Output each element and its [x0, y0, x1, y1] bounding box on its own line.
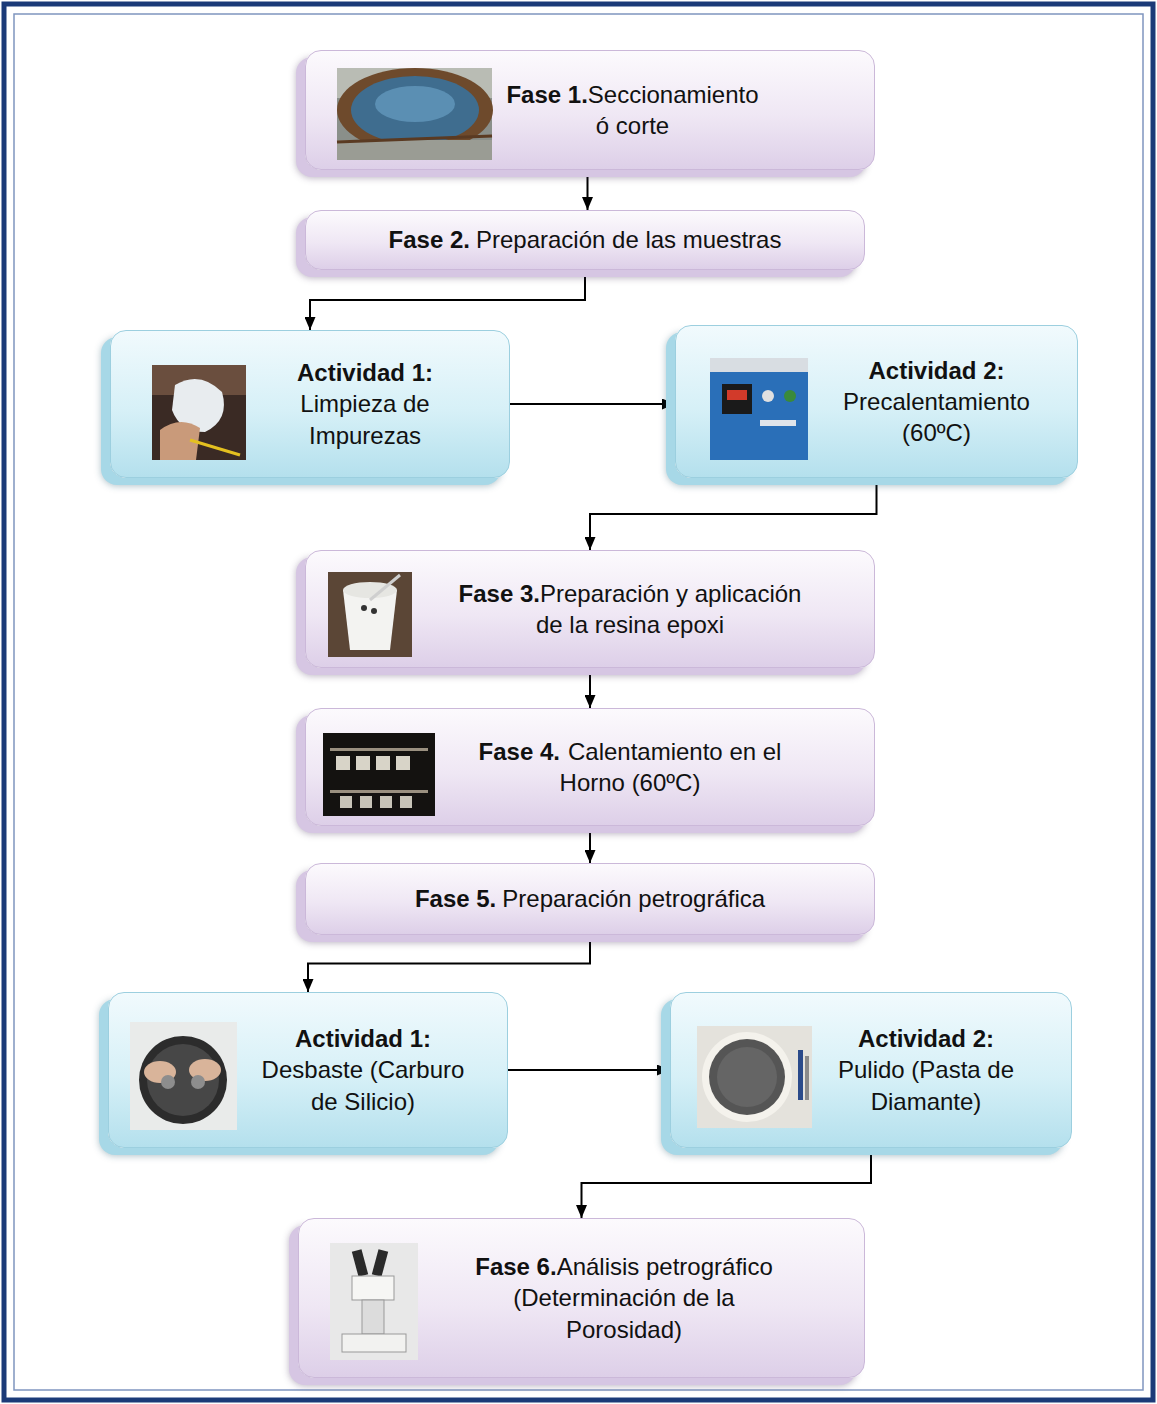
phase-box: Fase 6.Análisis petrográfico (Determinac… [298, 1218, 865, 1378]
phase-box: Fase 3.Preparación y aplicación de la re… [305, 550, 875, 668]
cleaning-photo [152, 365, 246, 460]
box-text: Fase 4.Calentamiento en el Horno (60ºC) [465, 736, 795, 798]
step-heading: Fase 2. [389, 226, 470, 253]
flow-arrow [310, 270, 585, 330]
outer-border [4, 4, 1153, 1400]
box-text: Actividad 1:Limpieza de Impurezas [285, 357, 445, 451]
step-description: Pulido (Pasta de Diamante) [826, 1054, 1026, 1116]
resin-photo [328, 572, 412, 657]
flow-arrow [508, 1069, 670, 1071]
step-heading: Fase 3. [459, 580, 540, 607]
microscope-photo [330, 1243, 418, 1360]
inner-border [14, 14, 1143, 1390]
phase-box: Fase 1.Seccionamiento ó corte [305, 50, 875, 170]
phase-box: Fase 5.Preparación petrográfica [305, 863, 875, 935]
flow-arrow [587, 170, 589, 210]
step-description: Seccionamiento ó corte [588, 81, 759, 139]
activity-box: Actividad 2:Precalentamiento (60ºC) [675, 325, 1078, 478]
step-heading: Fase 1. [506, 81, 587, 108]
step-description: Preparación de las muestras [476, 226, 781, 253]
activity-box: Actividad 2:Pulido (Pasta de Diamante) [670, 992, 1072, 1148]
flow-arrow [589, 668, 591, 708]
activity-box: Actividad 1:Limpieza de Impurezas [110, 330, 510, 478]
phase-box: Fase 2.Preparación de las muestras [305, 210, 865, 270]
box-text: Fase 1.Seccionamiento ó corte [502, 79, 764, 141]
flow-arrow [510, 403, 675, 405]
oven-interior-photo [323, 733, 435, 816]
step-heading: Actividad 1: [256, 1023, 471, 1054]
phase-box: Fase 4.Calentamiento en el Horno (60ºC) [305, 708, 875, 826]
step-heading: Actividad 2: [826, 1023, 1026, 1054]
polishing-photo [697, 1026, 812, 1128]
step-heading: Fase 6. [475, 1253, 556, 1280]
flow-arrow [589, 826, 591, 863]
flow-arrow [582, 1148, 872, 1218]
step-heading: Actividad 1: [285, 357, 445, 388]
box-text: Fase 6.Análisis petrográfico (Determinac… [469, 1251, 779, 1345]
grinding-photo [130, 1022, 237, 1130]
activity-box: Actividad 1:Desbaste (Carburo de Silicio… [108, 992, 508, 1148]
flow-arrow [308, 935, 590, 992]
step-description: Preparación petrográfica [502, 885, 765, 912]
step-description: Preparación y aplicación de la resina ep… [536, 580, 802, 638]
box-text: Actividad 2:Pulido (Pasta de Diamante) [826, 1023, 1026, 1117]
flow-arrow [590, 478, 877, 550]
oven-photo [710, 358, 808, 460]
box-text: Actividad 2:Precalentamiento (60ºC) [837, 355, 1037, 449]
box-text: Actividad 1:Desbaste (Carburo de Silicio… [256, 1023, 471, 1117]
step-description: Calentamiento en el Horno (60ºC) [560, 738, 782, 796]
step-description: Precalentamiento (60ºC) [837, 386, 1037, 448]
step-heading: Fase 4. [479, 738, 560, 765]
step-description: Limpieza de Impurezas [285, 388, 445, 450]
step-heading: Actividad 2: [837, 355, 1037, 386]
step-description: Desbaste (Carburo de Silicio) [256, 1054, 471, 1116]
box-text: Fase 3.Preparación y aplicación de la re… [448, 578, 813, 640]
cut-photo [337, 68, 493, 160]
box-text: Fase 5.Preparación petrográfica [415, 883, 765, 914]
box-text: Fase 2.Preparación de las muestras [389, 224, 782, 255]
step-heading: Fase 5. [415, 885, 496, 912]
